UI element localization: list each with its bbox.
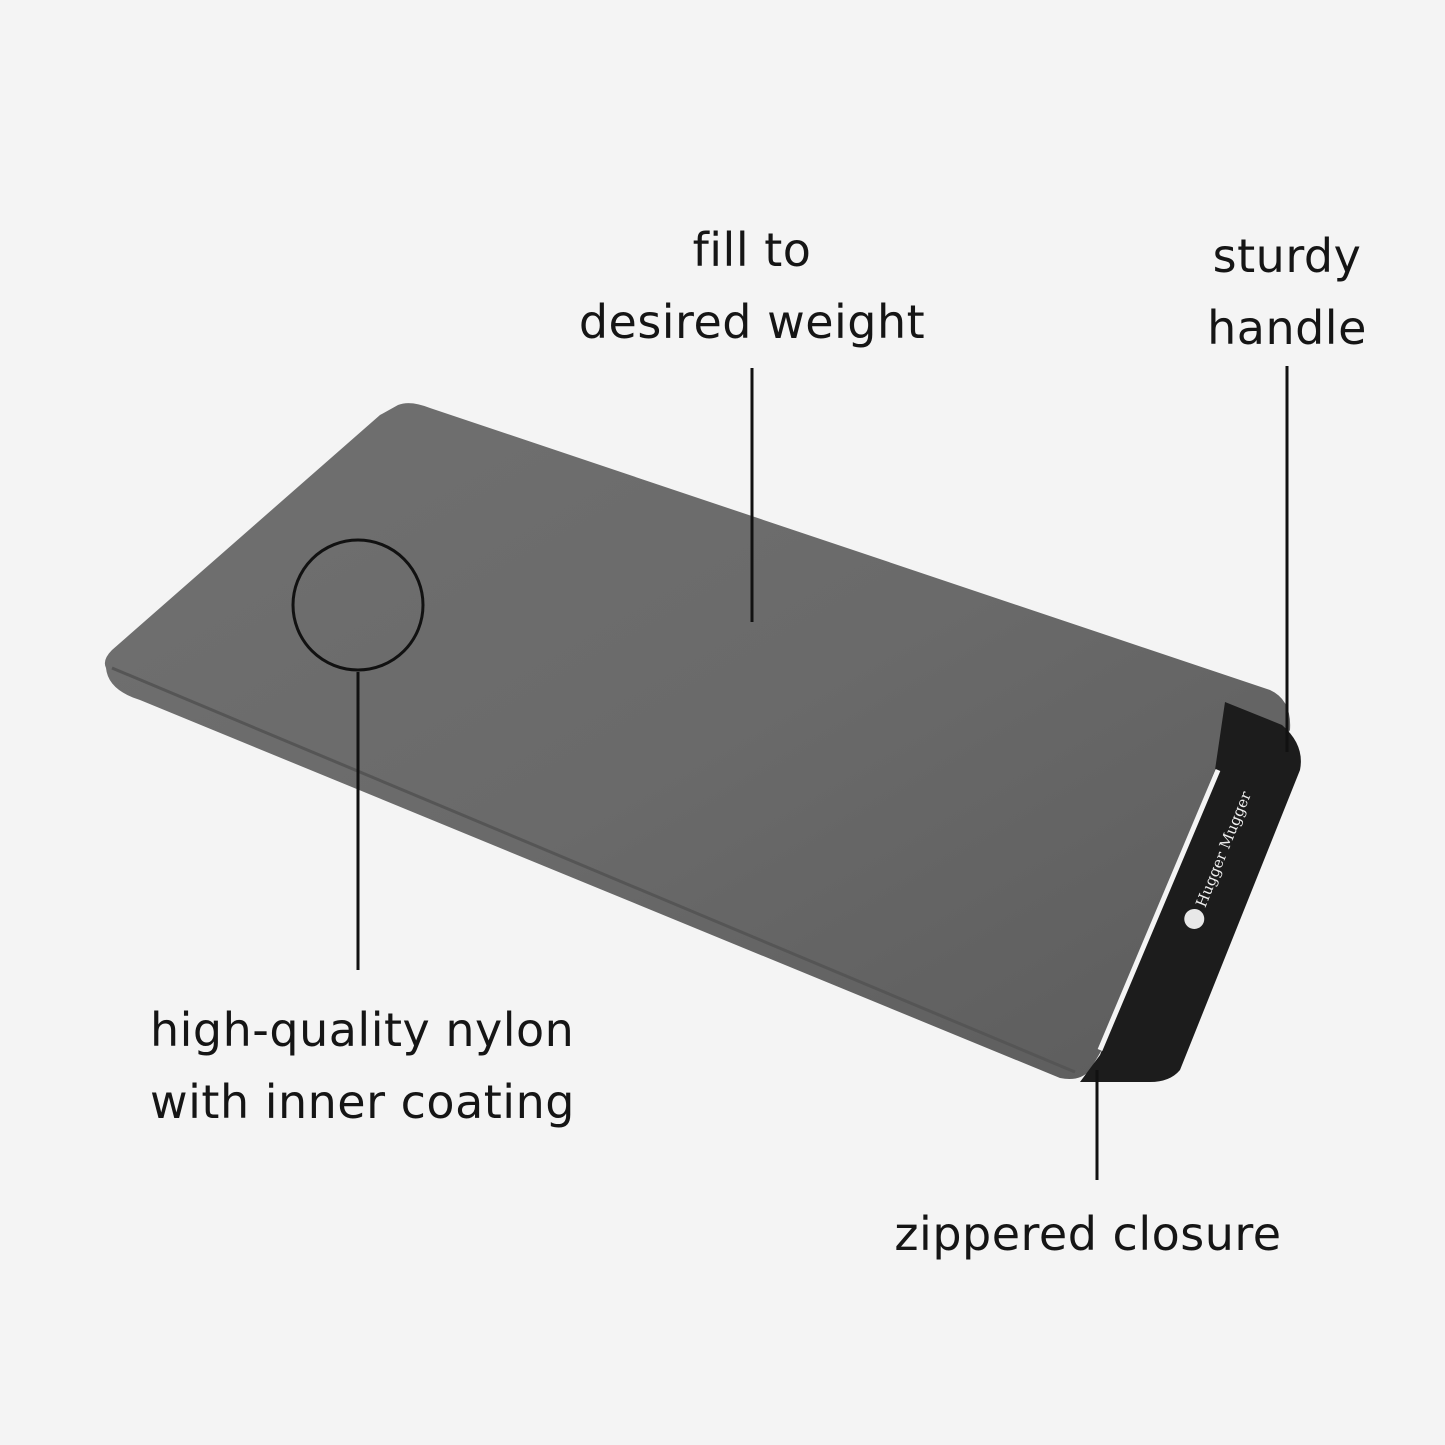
zipper-gap (1097, 769, 1221, 1051)
handle-strap: Hugger Mugger (1080, 702, 1301, 1082)
callout-text: high-quality nylon (150, 1003, 575, 1057)
callout-text: fill to (692, 223, 812, 277)
callout-sturdy-handle: sturdy handle (1137, 220, 1437, 364)
callout-text: sturdy (1212, 229, 1362, 283)
callout-text: desired weight (578, 295, 926, 349)
callout-fill-weight: fill to desired weight (502, 214, 1002, 358)
callout-text: zippered closure (894, 1207, 1282, 1261)
sandbag-seam (111, 666, 1076, 1074)
callout-text: handle (1207, 301, 1367, 355)
sandbag (104, 403, 1291, 1080)
nylon-detail-circle (291, 538, 425, 672)
callout-zipper: zippered closure (838, 1198, 1338, 1270)
callout-nylon: high-quality nylon with inner coating (150, 994, 750, 1138)
sandbag-body (104, 403, 1291, 1080)
callout-text: with inner coating (150, 1075, 575, 1129)
